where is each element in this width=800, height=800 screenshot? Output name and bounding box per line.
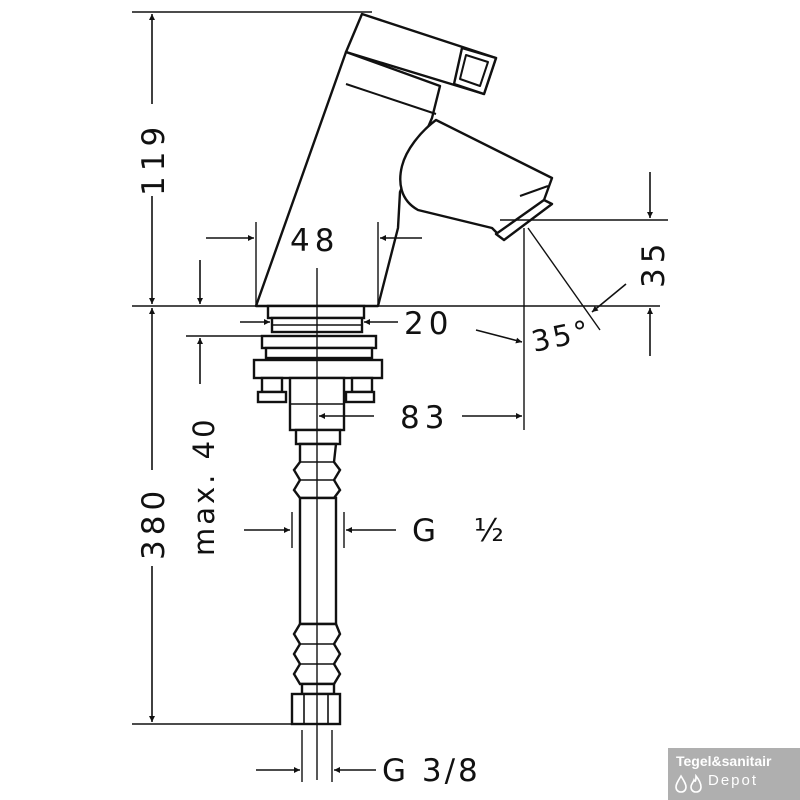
- watermark: Tegel&sanitair Depot: [668, 748, 800, 800]
- dim-connection-thread: G 3/8: [382, 753, 481, 789]
- dim-nut-height: 20: [404, 306, 453, 342]
- dim-height-bottom: 380: [136, 486, 172, 560]
- dim-height-top: 119: [136, 122, 172, 196]
- dim-spout-height: 35: [636, 239, 672, 288]
- spout: [399, 118, 554, 238]
- mounting-assembly: [252, 304, 384, 446]
- dim-body-width: 48: [290, 223, 339, 259]
- flame-icon: [690, 773, 702, 793]
- connection-nut: [290, 692, 342, 726]
- watermark-icons: [674, 773, 704, 799]
- extension-lines: [132, 11, 668, 782]
- dim-max-depth: max. 40: [187, 416, 221, 556]
- faucet-body: [254, 12, 554, 308]
- drop-icon: [675, 774, 687, 793]
- dim-hose-thread: G ½: [412, 513, 518, 549]
- dim-spout-angle: 35°: [528, 313, 594, 359]
- watermark-sub: Depot: [708, 772, 759, 789]
- watermark-brand: Tegel&sanitair: [676, 753, 772, 769]
- dim-spout-projection: 83: [400, 400, 449, 436]
- dimension-lines: [149, 14, 653, 773]
- flexible-hose: [290, 442, 342, 726]
- push-button-tip: [452, 46, 498, 96]
